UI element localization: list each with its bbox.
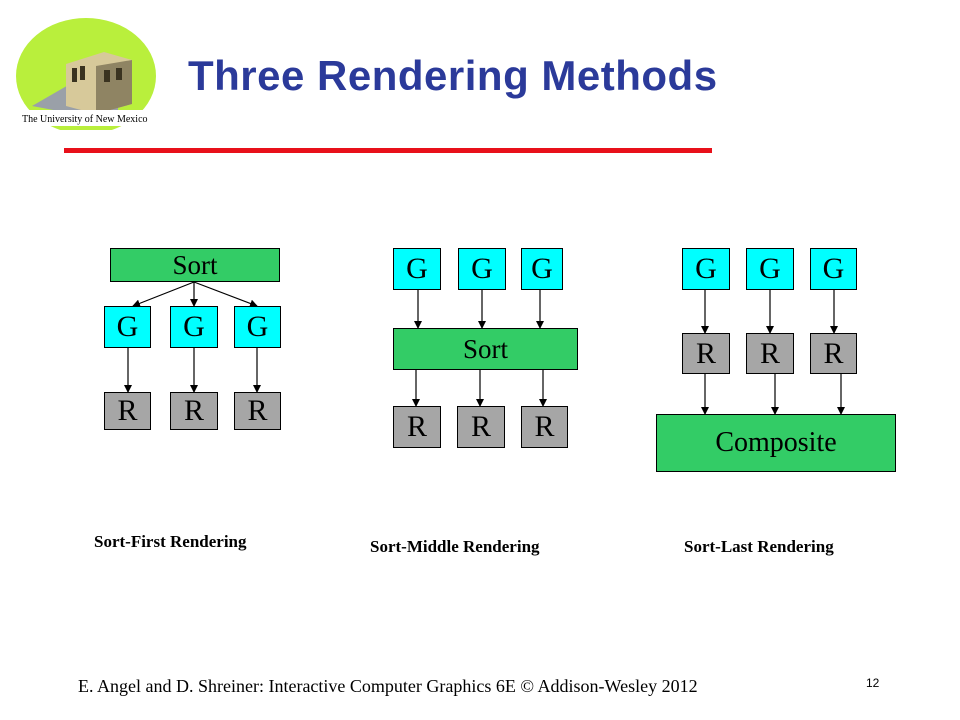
arrow-sort-to-g1 xyxy=(132,281,195,308)
sort-middle-caption: Sort-Middle Rendering xyxy=(370,537,540,556)
sort-first-g-box-2: G xyxy=(170,306,218,348)
sort-first-caption: Sort-First Rendering xyxy=(94,532,247,551)
sort-middle-g-box-1: G xyxy=(393,248,441,290)
arrow-sort-to-g3 xyxy=(193,281,258,308)
sort-first-r-box-3: R xyxy=(234,392,281,430)
sort-middle-sort-box: Sort xyxy=(393,328,578,370)
sort-first-r-box-1: R xyxy=(104,392,151,430)
sort-middle-g-box-3: G xyxy=(521,248,563,290)
sort-middle-r-box-1: R xyxy=(393,406,441,448)
sort-last-composite-box: Composite xyxy=(656,414,896,472)
slide-title: Three Rendering Methods xyxy=(188,52,718,99)
footer-citation: E. Angel and D. Shreiner: Interactive Co… xyxy=(78,676,698,696)
sort-middle-r-box-3: R xyxy=(521,406,568,448)
sort-last-g-box-1: G xyxy=(682,248,730,290)
sort-last-caption: Sort-Last Rendering xyxy=(684,537,834,556)
title-underline xyxy=(64,148,712,153)
university-logo: The University of New Mexico xyxy=(14,16,160,130)
sort-last-r-box-3: R xyxy=(810,333,857,374)
sort-first-sort-box: Sort xyxy=(110,248,280,282)
sort-first-r-box-2: R xyxy=(170,392,218,430)
sort-last-g-box-3: G xyxy=(810,248,857,290)
sort-middle-g-box-2: G xyxy=(458,248,506,290)
sort-middle-r-box-2: R xyxy=(457,406,505,448)
page-number: 12 xyxy=(866,676,880,690)
sort-first-g-box-3: G xyxy=(234,306,281,348)
svg-text:The University of New Mexico: The University of New Mexico xyxy=(22,114,148,125)
sort-first-g-box-1: G xyxy=(104,306,151,348)
sort-last-r-box-2: R xyxy=(746,333,794,374)
sort-last-r-box-1: R xyxy=(682,333,730,374)
sort-last-g-box-2: G xyxy=(746,248,794,290)
